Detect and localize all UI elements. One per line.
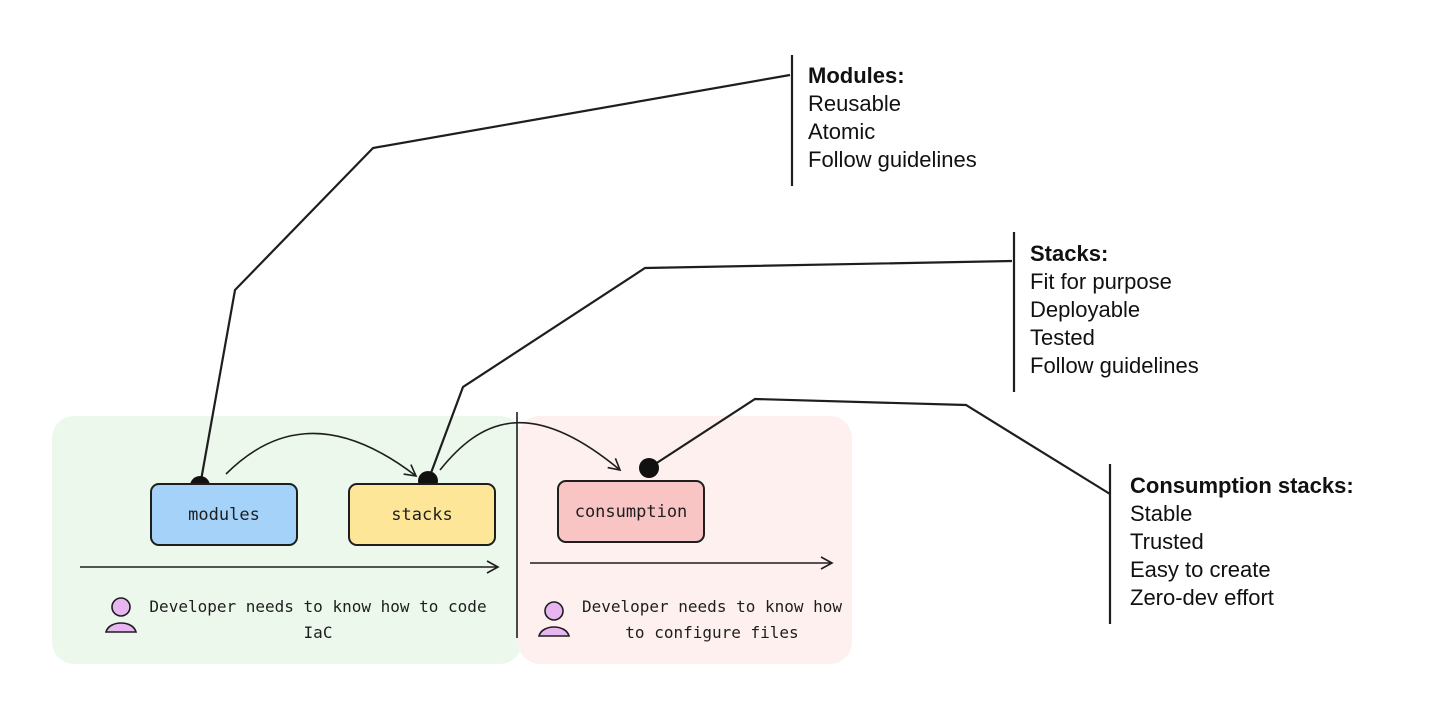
stacks-callout: Stacks: Fit for purpose Deployable Teste… xyxy=(1030,240,1199,380)
stacks-node: stacks xyxy=(348,483,496,546)
stacks-node-label: stacks xyxy=(391,504,453,525)
consumption-anchor-dot xyxy=(639,458,659,478)
stacks-callout-title: Stacks: xyxy=(1030,241,1109,266)
consumption-callout-item: Easy to create xyxy=(1130,557,1271,582)
modules-callout: Modules: Reusable Atomic Follow guidelin… xyxy=(808,62,977,174)
modules-callout-item: Reusable xyxy=(808,91,901,116)
stacks-callout-item: Tested xyxy=(1030,325,1095,350)
configure-files-note: Developer needs to know how to configure… xyxy=(581,597,843,642)
consumption-callout: Consumption stacks: Stable Trusted Easy … xyxy=(1130,472,1354,612)
code-iac-note: Developer needs to know how to code IaC xyxy=(149,597,487,642)
configurator-person-icon xyxy=(537,601,571,637)
consumption-callout-item: Stable xyxy=(1130,501,1193,526)
modules-callout-item: Atomic xyxy=(808,119,876,144)
stacks-callout-item: Follow guidelines xyxy=(1030,353,1199,378)
modules-leader-line xyxy=(198,73,791,487)
stacks-callout-item: Fit for purpose xyxy=(1030,269,1172,294)
modules-node: modules xyxy=(150,483,298,546)
modules-node-label: modules xyxy=(188,504,260,525)
stacks-to-consumption-arrow xyxy=(439,421,622,472)
developer-person-icon xyxy=(104,597,138,633)
modules-callout-item: Follow guidelines xyxy=(808,147,977,172)
consumption-callout-item: Zero-dev effort xyxy=(1130,585,1274,610)
consumption-node: consumption xyxy=(557,480,705,543)
consumption-node-label: consumption xyxy=(574,501,688,522)
consumption-leader-line xyxy=(648,397,1111,495)
modules-to-stacks-arrow xyxy=(225,432,418,478)
stacks-leader-line xyxy=(426,259,1013,482)
consumption-callout-title: Consumption stacks: xyxy=(1130,473,1354,498)
stacks-callout-item: Deployable xyxy=(1030,297,1141,322)
modules-callout-title: Modules: xyxy=(808,63,905,88)
consumption-callout-item: Trusted xyxy=(1130,529,1204,554)
